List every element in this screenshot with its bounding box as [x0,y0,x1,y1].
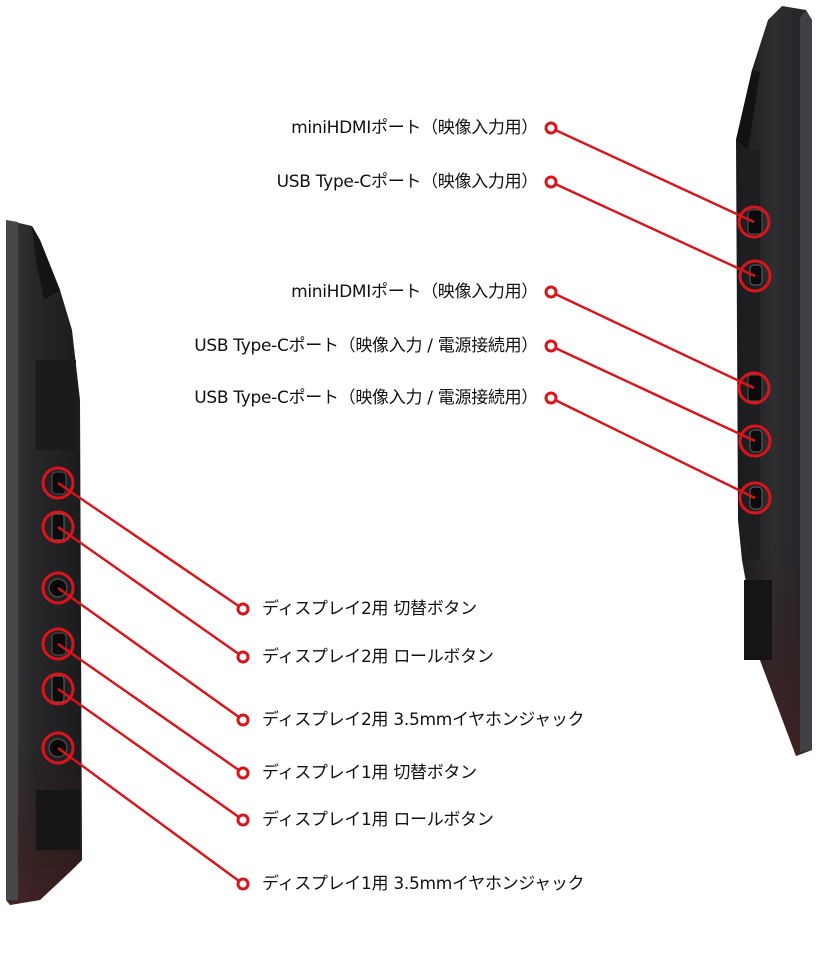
callout-label-right-1: miniHDMIポート（映像入力用） [291,118,538,138]
left-port-ring-4 [41,627,75,661]
right-callout-dot-2 [544,175,558,189]
callout-label-right-5: USB Type-Cポート（映像入力 / 電源接続用） [194,388,538,408]
callout-label-left-1: ディスプレイ2用 切替ボタン [262,599,477,619]
left-callout-dot-4 [236,766,250,780]
left-callout-dot-5 [236,813,250,827]
left-port-ring-6 [41,731,75,765]
right-port-ring-1 [737,205,771,239]
right-callout-dot-3 [544,285,558,299]
callout-label-left-4: ディスプレイ1用 切替ボタン [262,763,477,783]
left-port-ring-3 [41,571,75,605]
left-leader-line-2 [57,526,244,658]
right-callout-dot-5 [544,391,558,405]
right-device-body [736,6,812,756]
left-callout-dot-3 [236,713,250,727]
left-port-ring-5 [41,672,75,706]
callout-label-left-5: ディスプレイ1用 ロールボタン [262,810,494,830]
left-leader-line-3 [57,587,244,721]
callout-label-right-2: USB Type-Cポート（映像入力用） [276,172,539,192]
left-port-ring-2 [41,510,75,544]
right-port-ring-3 [737,371,771,405]
left-callout-dot-2 [236,650,250,664]
right-leader-line-4 [550,344,756,443]
left-callout-dot-1 [236,602,250,616]
left-leader-line-4 [57,643,244,774]
left-leader-line-6 [57,747,244,885]
right-port-ring-4 [738,424,772,458]
callout-lines [41,121,772,891]
left-callout-dot-6 [236,877,250,891]
left-leader-line-5 [57,688,244,821]
right-leader-line-1 [550,126,755,224]
right-port-ring-2 [738,259,772,293]
callout-label-left-2: ディスプレイ2用 ロールボタン [262,647,494,667]
right-callout-dot-1 [544,121,558,135]
right-leader-line-2 [550,180,756,278]
left-device-body [6,220,82,905]
right-leader-line-3 [550,290,755,390]
right-port-ring-5 [738,481,772,515]
right-leader-line-5 [550,396,756,500]
left-leader-line-1 [57,482,244,610]
right-callout-dot-4 [544,339,558,353]
callout-label-right-3: miniHDMIポート（映像入力用） [291,282,538,302]
callout-label-left-3: ディスプレイ2用 3.5mmイヤホンジャック [262,710,585,730]
callout-label-left-6: ディスプレイ1用 3.5mmイヤホンジャック [262,874,585,894]
callout-label-right-4: USB Type-Cポート（映像入力 / 電源接続用） [194,336,538,356]
left-port-ring-1 [41,466,75,500]
